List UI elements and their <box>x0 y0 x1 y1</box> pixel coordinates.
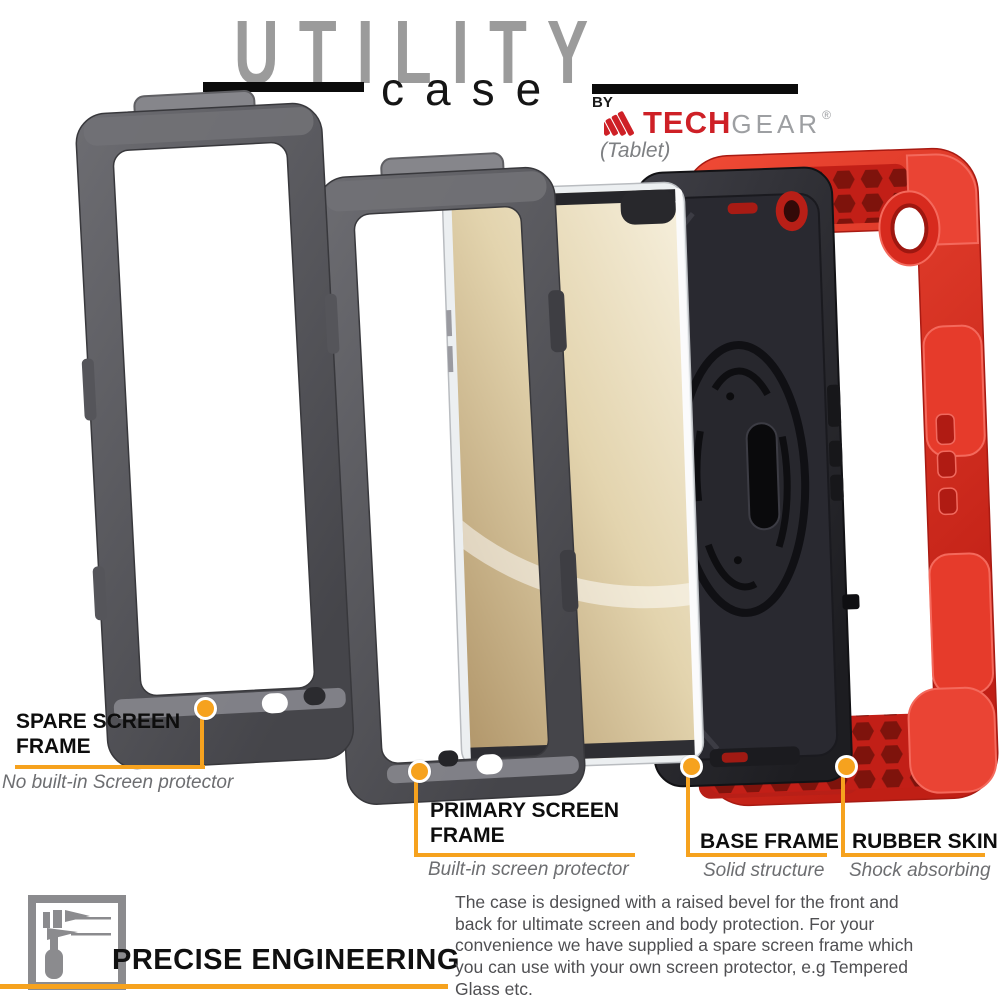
callout-dot-spare-screen-frame <box>194 697 217 720</box>
tablet-note: (Tablet) <box>600 139 671 162</box>
product-subtitle: case <box>381 63 563 115</box>
brand-logo: TECH GEAR ® <box>599 103 831 141</box>
callout-line <box>686 853 827 857</box>
callout-subtitle-base-frame: Solid structure <box>703 860 825 881</box>
footer-heading: PRECISE ENGINEERING <box>112 944 460 976</box>
callout-subtitle-rubber-skin: Shock absorbing <box>849 860 991 881</box>
callout-title-base-frame: BASE FRAME <box>700 830 839 853</box>
callout-line <box>200 711 204 768</box>
callout-line <box>414 774 418 855</box>
title-rule-right <box>592 84 798 94</box>
callout-subtitle-primary-screen-frame: Built-in screen protector <box>428 859 629 880</box>
callout-line <box>841 769 845 855</box>
callout-subtitle-spare-screen-frame: No built-in Screen protector <box>2 772 234 793</box>
callout-dot-rubber-skin <box>835 755 858 778</box>
primary-screen-frame-part <box>316 152 586 805</box>
footer-description: The case is designed with a raised bevel… <box>455 892 914 999</box>
callout-dot-primary-screen-frame <box>408 760 431 783</box>
brand-tech: TECH <box>643 105 732 140</box>
callout-line <box>686 769 690 855</box>
registered-mark: ® <box>822 108 831 122</box>
callout-line <box>414 853 635 857</box>
spare-screen-frame-part <box>75 90 354 770</box>
callout-title-primary-screen-frame: PRIMARY SCREEN FRAME <box>430 799 620 847</box>
footer-accent-rule <box>0 984 448 989</box>
callout-title-rubber-skin: RUBBER SKIN <box>852 830 998 853</box>
tablet-part <box>441 181 705 771</box>
title-rule-left <box>203 82 364 92</box>
callout-line <box>841 853 985 857</box>
callout-line <box>15 765 205 769</box>
callout-title-spare-screen-frame: SPARE SCREEN FRAME <box>16 710 181 758</box>
techgear-burst-icon <box>599 107 642 137</box>
brand-gear: GEAR <box>731 109 822 139</box>
by-label: BY <box>592 94 613 111</box>
callout-dot-base-frame <box>680 755 703 778</box>
